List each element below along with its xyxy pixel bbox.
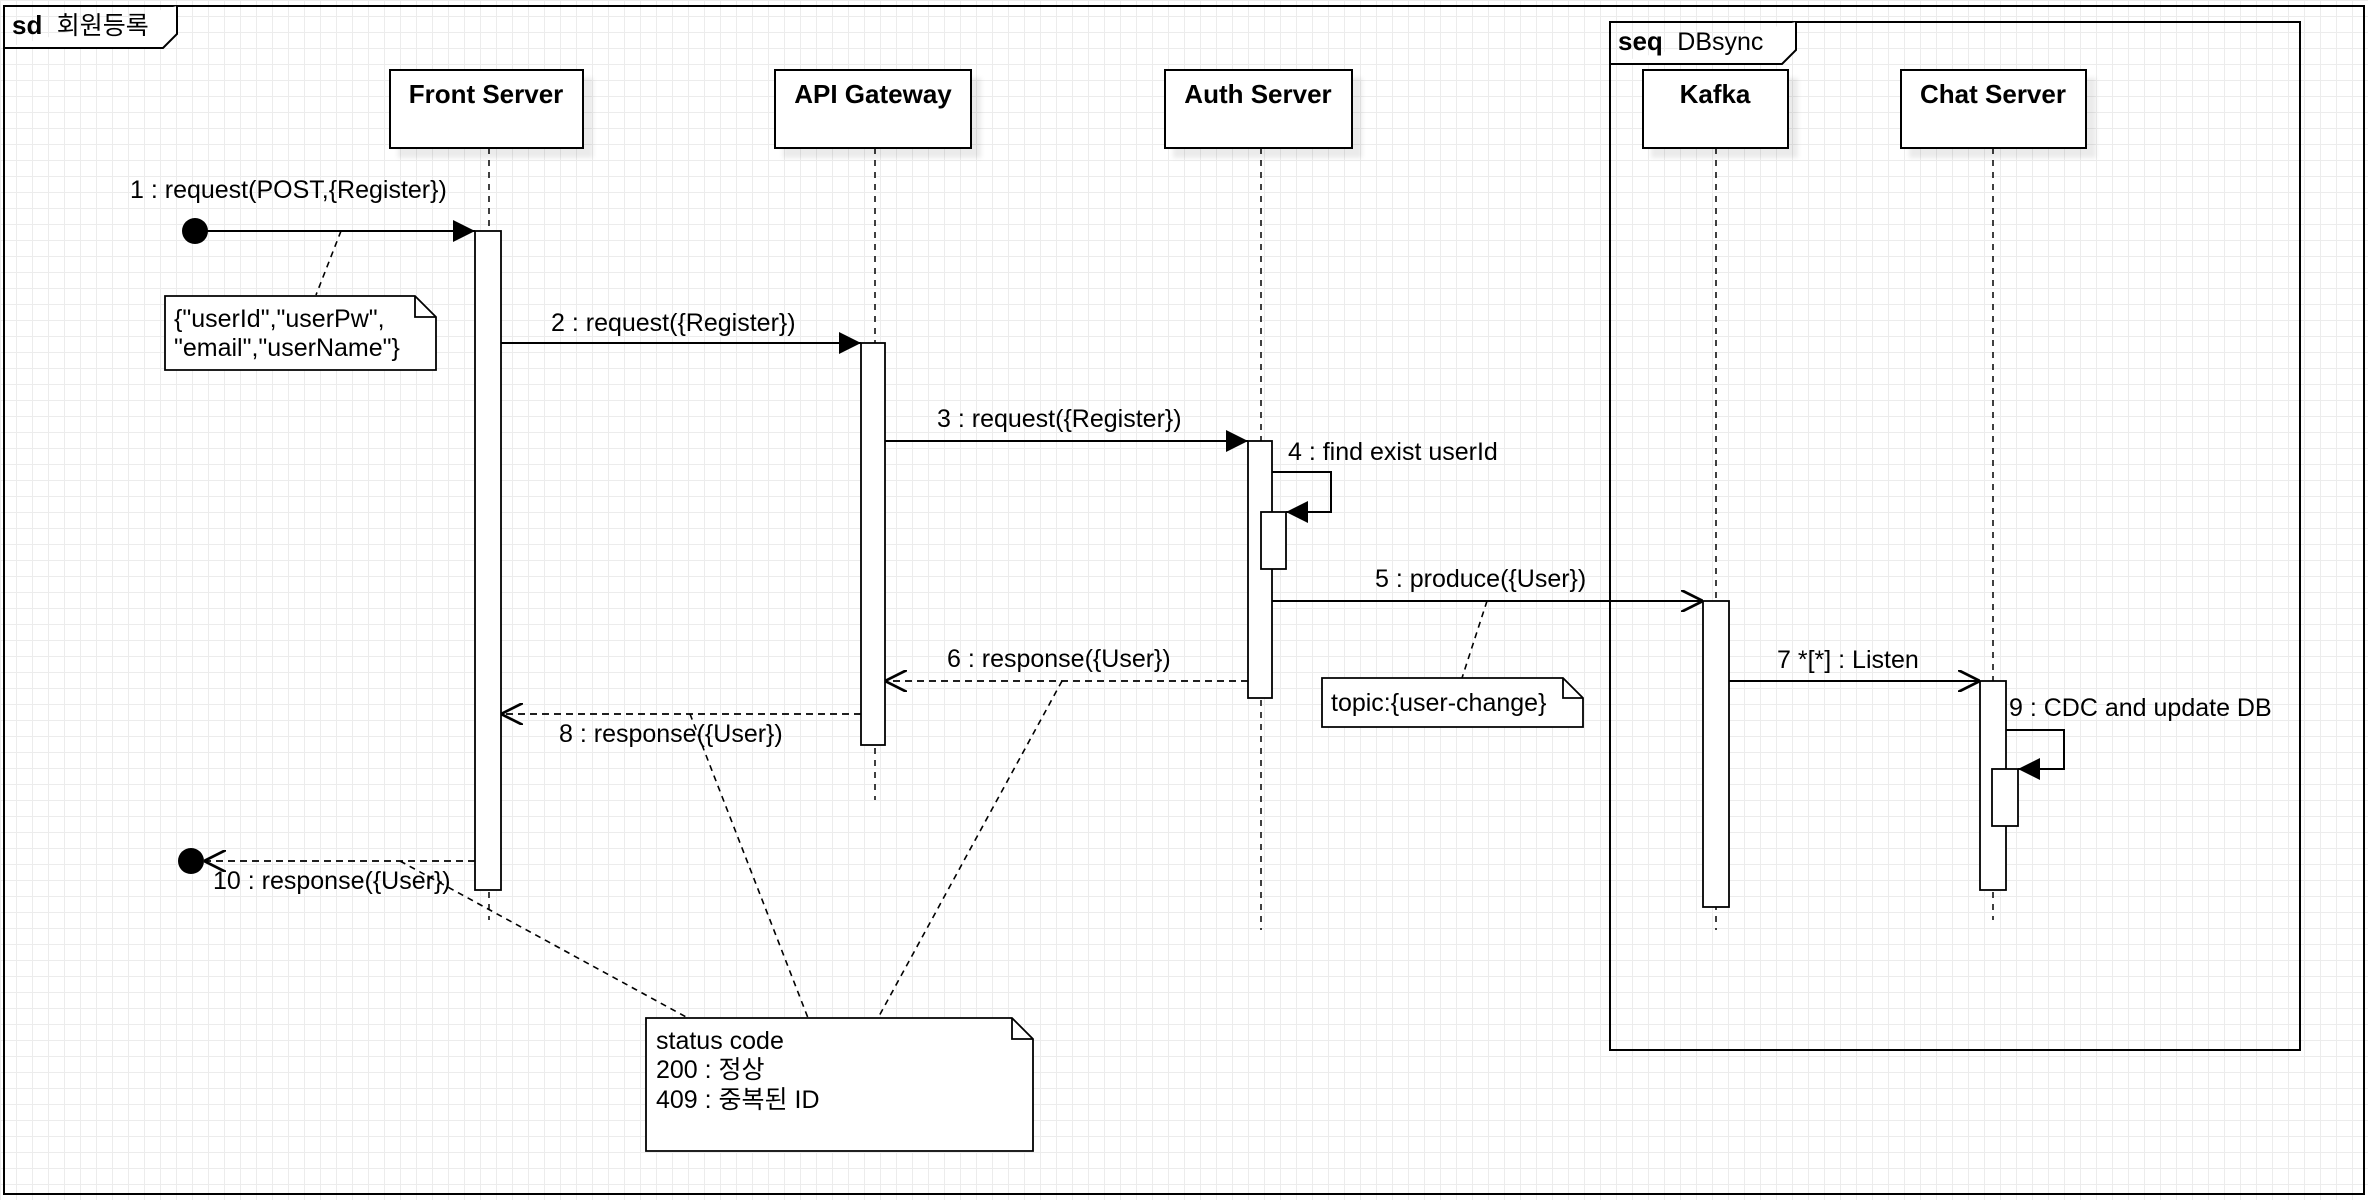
- note-register-line-1: {"userId","userPw",: [174, 305, 385, 333]
- message-8[interactable]: 8 : response({User}): [501, 714, 861, 748]
- lifeline-name-api-gateway: API Gateway: [794, 79, 952, 109]
- note-status-line-3: 409 : 중복된 ID: [656, 1086, 820, 1114]
- lifeline-head-api-gateway[interactable]: [774, 69, 972, 149]
- message-10[interactable]: 10 : response({User}): [204, 861, 475, 895]
- sd-frame-name: 회원등록: [57, 12, 149, 40]
- message-6[interactable]: 6 : response({User}): [885, 645, 1248, 681]
- message-label-10: 10 : response({User}): [213, 867, 451, 895]
- note-topic-line-1: topic:{user-change}: [1331, 689, 1546, 717]
- message-label-3: 3 : request({Register}): [937, 405, 1182, 433]
- message-label-8: 8 : response({User}): [559, 720, 783, 748]
- svg-text:sd 회원등록: sd 회원등록: [12, 10, 149, 40]
- seq-fragment-operator: seq: [1618, 26, 1663, 56]
- message-7[interactable]: 7 *[*] : Listen: [1729, 646, 1980, 681]
- lifeline-head-chat-server[interactable]: [1900, 69, 2087, 149]
- message-4[interactable]: 4 : find exist userId: [1272, 438, 1498, 523]
- activation-bars: [474, 230, 2019, 908]
- lifeline-head-kafka[interactable]: [1642, 69, 1789, 149]
- note-status-line-2: 200 : 정상: [656, 1056, 765, 1084]
- lifeline-head-auth-server[interactable]: [1164, 69, 1353, 149]
- activation-chat-server-self: [1991, 768, 2019, 827]
- lost-message-dot: [178, 848, 204, 874]
- note-topic[interactable]: topic:{user-change}: [1321, 677, 1584, 728]
- message-1[interactable]: 1 : request(POST,{Register}): [130, 176, 475, 242]
- activation-api-gateway: [860, 342, 886, 746]
- message-2[interactable]: 2 : request({Register}): [501, 309, 861, 354]
- seq-fragment-name: DBsync: [1677, 28, 1763, 56]
- message-label-7: 7 *[*] : Listen: [1777, 646, 1919, 674]
- lifeline-name-kafka: Kafka: [1680, 79, 1751, 109]
- svg-text:status code 200 : 정상: status code 200 : 정상 409 : 중복된 ID: [656, 1027, 820, 1114]
- lifeline-head-front-server[interactable]: [389, 69, 584, 149]
- message-label-6: 6 : response({User}): [947, 645, 1171, 673]
- message-label-1: 1 : request(POST,{Register}): [130, 176, 447, 204]
- lifeline-name-front-server: Front Server: [409, 79, 564, 109]
- message-3[interactable]: 3 : request({Register}): [885, 405, 1248, 452]
- seq-fragment: seq DBsync: [1609, 21, 2301, 1051]
- message-label-2: 2 : request({Register}): [551, 309, 796, 337]
- message-label-9: 9 : CDC and update DB: [2009, 694, 2272, 722]
- message-label-4: 4 : find exist userId: [1288, 438, 1498, 466]
- message-label-5: 5 : produce({User}): [1375, 565, 1586, 593]
- note-status-line-1: status code: [656, 1027, 784, 1055]
- sd-frame: sd 회원등록: [3, 5, 2365, 1195]
- lifeline-chat-server[interactable]: Chat Server: [1900, 69, 2087, 920]
- svg-text:{"userId","userPw", "ema: {"userId","userPw", "email","userName"}: [174, 305, 400, 362]
- lifeline-api-gateway[interactable]: API Gateway: [774, 69, 972, 800]
- note-register-line-2: "email","userName"}: [174, 334, 400, 362]
- note-anchors: [315, 230, 1488, 1019]
- lifeline-name-auth-server: Auth Server: [1184, 79, 1331, 109]
- message-5[interactable]: 5 : produce({User}): [1272, 565, 1703, 601]
- svg-text:seq DBsync: seq DBsync: [1618, 26, 1763, 56]
- lifeline-front-server[interactable]: Front Server: [389, 69, 584, 920]
- note-status-code[interactable]: status code 200 : 정상 409 : 중복된 ID: [645, 1017, 1034, 1152]
- lifeline-name-chat-server: Chat Server: [1920, 79, 2066, 109]
- lifeline-auth-server[interactable]: Auth Server: [1164, 69, 1353, 930]
- note-register-fields[interactable]: {"userId","userPw", "email","userName"}: [164, 295, 437, 371]
- activation-auth-server-self: [1260, 511, 1287, 570]
- activation-front-server: [474, 230, 502, 891]
- message-9[interactable]: 9 : CDC and update DB: [2006, 694, 2272, 780]
- activation-kafka: [1702, 600, 1730, 908]
- sd-frame-keyword: sd: [12, 10, 42, 40]
